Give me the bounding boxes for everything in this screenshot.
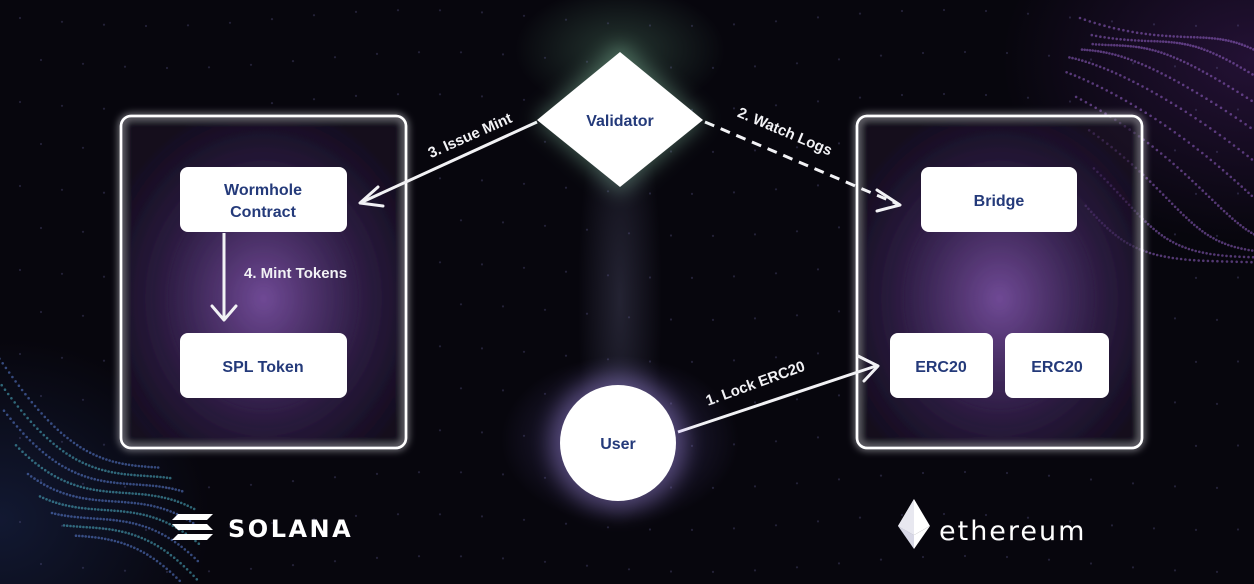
node-label: ERC20 — [1031, 359, 1083, 376]
validator-label: Validator — [586, 113, 654, 130]
ethereum-panel — [855, 114, 1144, 450]
edge-mint-tokens: 4. Mint Tokens — [210, 233, 347, 322]
arrowhead-icon — [358, 185, 385, 208]
arrowhead-icon — [210, 304, 238, 322]
node-label-line: Contract — [230, 204, 296, 221]
solana-icon — [172, 514, 213, 540]
ethereum-logo: ethereum — [898, 499, 1086, 549]
node-label: Bridge — [974, 193, 1025, 210]
edge-label-mint-tokens: 4. Mint Tokens — [244, 265, 347, 282]
erc20-node-b: ERC20 — [1005, 333, 1109, 398]
erc20-node-a: ERC20 — [890, 333, 993, 398]
user-node: User — [550, 375, 686, 511]
node-label-line: Wormhole — [224, 182, 302, 199]
node-label: ERC20 — [915, 359, 967, 376]
edge-label-watch-logs: 2. Watch Logs — [735, 104, 835, 159]
user-label: User — [600, 436, 636, 453]
spl-token-node: SPL Token — [180, 333, 347, 398]
solana-logo: SOLANA — [172, 514, 353, 543]
arrowhead-icon — [856, 354, 880, 383]
edge-lock-erc20: 1. Lock ERC20 — [677, 354, 880, 434]
ethereum-wordmark: ethereum — [939, 516, 1086, 547]
arrowhead-icon — [875, 188, 902, 213]
validator-node: Validator — [535, 45, 705, 194]
wormhole-contract-node: Wormhole Contract — [180, 167, 347, 232]
solana-wordmark: SOLANA — [228, 515, 353, 543]
solana-panel — [119, 114, 408, 450]
bridge-node: Bridge — [921, 167, 1077, 232]
node-label: SPL Token — [222, 359, 303, 376]
ethereum-icon — [898, 499, 930, 549]
